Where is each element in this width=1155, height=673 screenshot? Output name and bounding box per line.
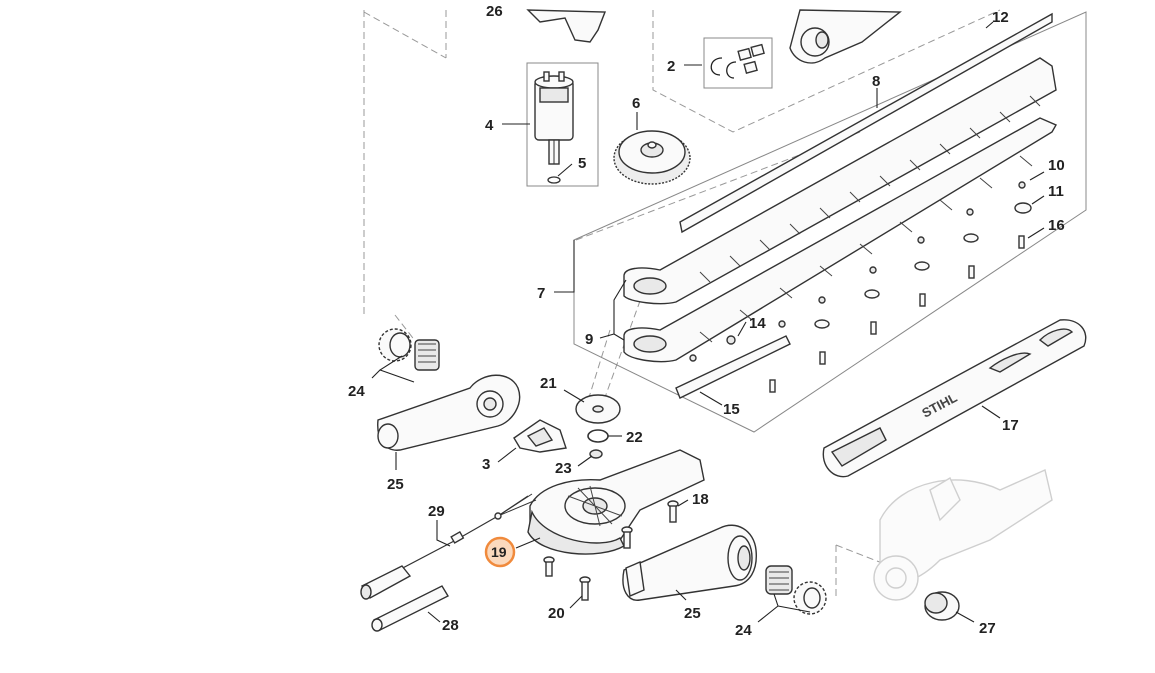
label-25-right[interactable]: 25 [684,605,701,622]
gearbox-arm-part-right [622,524,757,601]
label-21[interactable]: 21 [540,375,557,392]
gearbox-arm-part-left [377,374,521,451]
retaining-ring-5 [547,176,561,184]
label-9[interactable]: 9 [585,331,593,348]
label-23[interactable]: 23 [555,460,572,477]
blade-guard-part: STIHL [822,319,1087,478]
spur-gear-part [613,130,691,185]
highlight-ring-19 [484,536,516,568]
part-number-labels: 26 12 2 8 6 4 5 10 11 16 7 14 9 21 24 15… [348,3,1065,639]
label-12[interactable]: 12 [992,9,1009,26]
label-10[interactable]: 10 [1048,157,1065,174]
handle-housing-top-part [526,9,607,43]
label-22[interactable]: 22 [626,429,643,446]
electric-motor-part [534,71,574,165]
bracket-part-3 [513,419,567,453]
shaft-part-28 [371,585,449,632]
label-11[interactable]: 11 [1048,183,1064,200]
label-14[interactable]: 14 [749,315,766,332]
label-3[interactable]: 3 [482,456,490,473]
label-16[interactable]: 16 [1048,217,1065,234]
cable-part-29 [360,493,537,600]
label-29[interactable]: 29 [428,503,445,520]
screw-part-20 [543,526,633,601]
screw-part-18 [667,500,679,523]
brush-kit-box [703,37,773,89]
drive-housing-top-part [789,9,902,64]
pressure-plate-part [675,335,791,399]
label-18[interactable]: 18 [692,491,709,508]
label-27[interactable]: 27 [979,620,996,637]
gear-and-roller-part-right [765,565,827,615]
label-17[interactable]: 17 [1002,417,1019,434]
label-8[interactable]: 8 [872,73,880,90]
blade-fasteners [689,181,1032,393]
label-25-left[interactable]: 25 [387,476,404,493]
label-7[interactable]: 7 [537,285,545,302]
label-6[interactable]: 6 [632,95,640,112]
gear-housing-part-19 [527,449,705,555]
bearing-part-23 [589,449,603,459]
label-15[interactable]: 15 [723,401,740,418]
washer-part-21 [575,394,621,424]
label-24-right[interactable]: 24 [735,622,752,639]
gear-and-roller-part-left [378,328,440,371]
label-26[interactable]: 26 [486,3,503,20]
label-28[interactable]: 28 [442,617,459,634]
circlip-part-22 [587,429,609,443]
label-5[interactable]: 5 [578,155,586,172]
label-2[interactable]: 2 [667,58,675,75]
label-20[interactable]: 20 [548,605,565,622]
label-19[interactable]: 19 [491,544,507,560]
brush-set-part [710,43,765,79]
label-24-left[interactable]: 24 [348,383,365,400]
leader-lines [371,21,1045,623]
label-4[interactable]: 4 [485,117,494,134]
end-cap-part [924,591,960,621]
rear-handle-faint-part [873,469,1053,601]
blade-guide-bar-part [679,12,1053,234]
cutter-blades-part [623,57,1057,363]
